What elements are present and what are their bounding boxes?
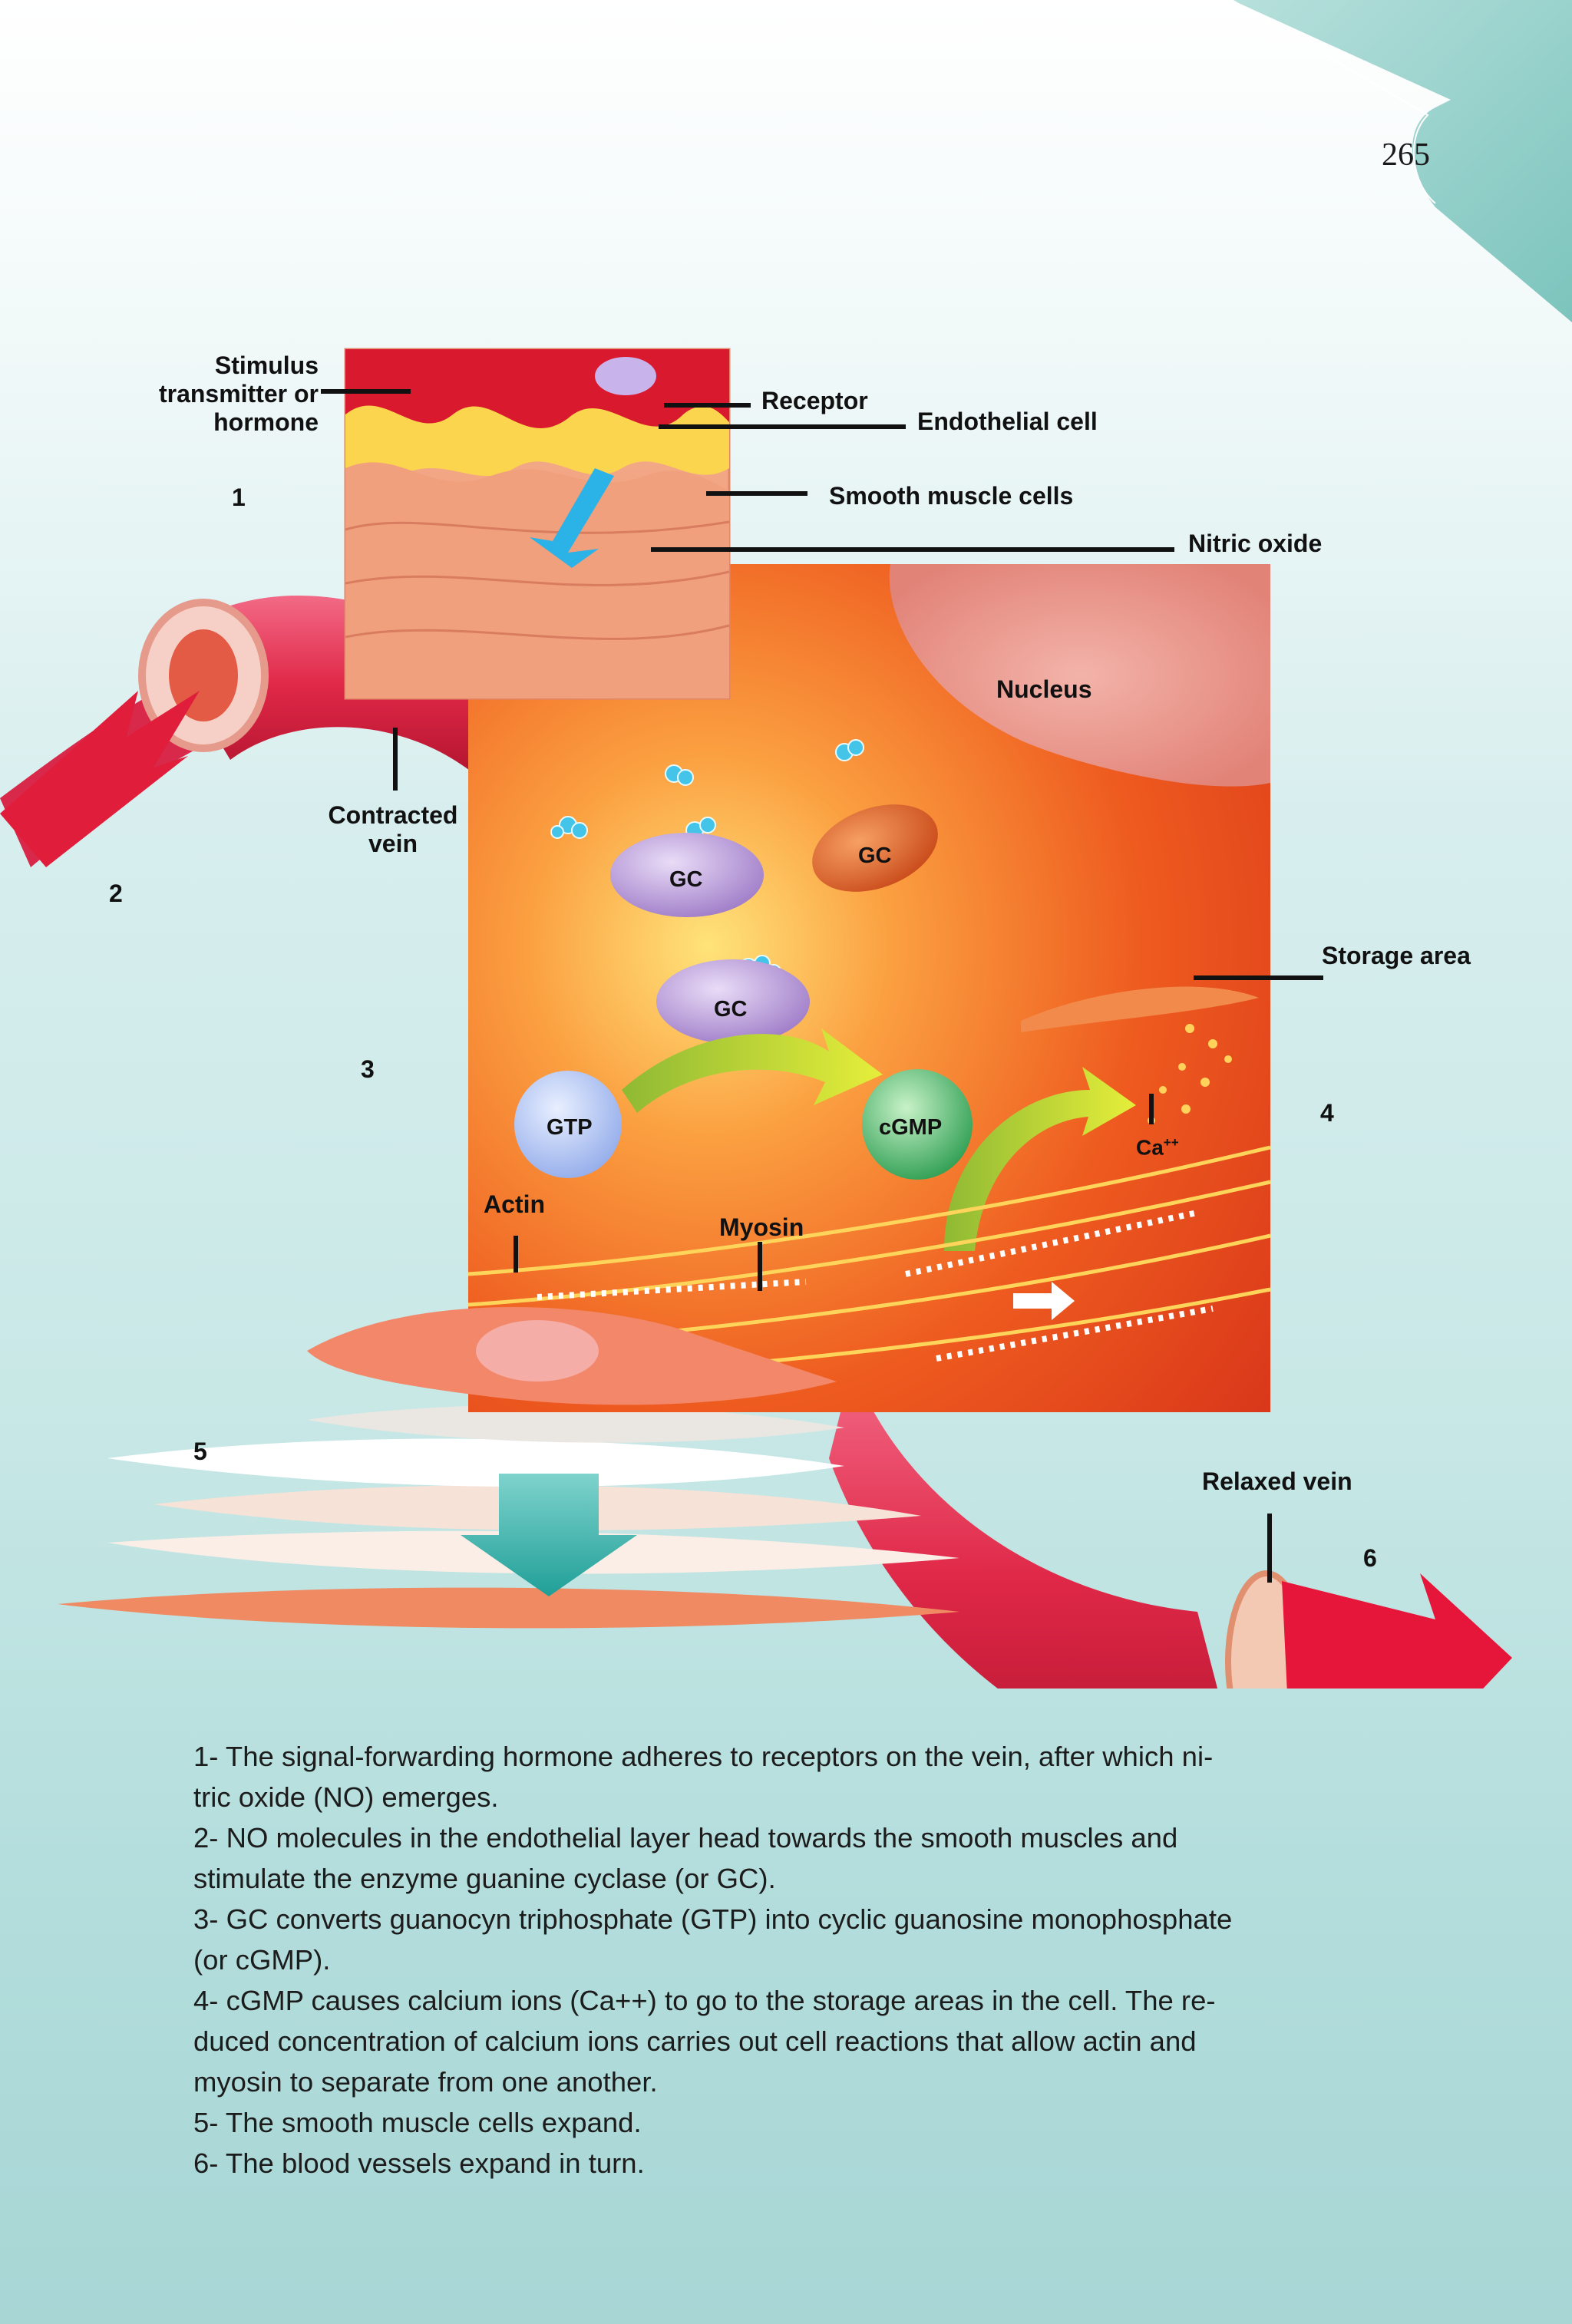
step-number-4: 4 [1320, 1099, 1334, 1127]
step-number-1: 1 [232, 484, 246, 511]
label-calcium: Ca++ [1136, 1128, 1179, 1161]
caption-line-4: stimulate the enzyme guanine cyclase (or… [193, 1863, 776, 1894]
caption-line-2: tric oxide (NO) emerges. [193, 1781, 499, 1813]
caption-line-9: myosin to separate from one another. [193, 2066, 658, 2098]
label-receptor: Receptor [761, 387, 868, 414]
smooth-muscle-cell [467, 564, 1271, 1412]
label-myosin: Myosin [719, 1213, 804, 1241]
relaxed-vein-illustration [829, 1366, 1512, 1689]
label-calcium-charge: ++ [1163, 1135, 1179, 1150]
caption-line-1: 1- The signal-forwarding hormone adheres… [193, 1741, 1214, 1772]
caption-block: 1- The signal-forwarding hormone adheres… [193, 1736, 1299, 2184]
label-contracted-vein-line-2: vein [368, 830, 418, 857]
label-actin: Actin [484, 1190, 545, 1218]
leader-lines [321, 389, 1323, 1583]
step-number-6: 6 [1363, 1544, 1377, 1572]
label-gtp: GTP [547, 1115, 593, 1140]
caption-line-3: 2- NO molecules in the endothelial layer… [193, 1822, 1178, 1854]
step-number-3: 3 [361, 1055, 375, 1083]
label-stimulus: Stimulus transmitter or hormone [123, 352, 319, 437]
caption-line-8: duced concentration of calcium ions carr… [193, 2025, 1197, 2057]
page-corner-fold [1231, 0, 1572, 322]
label-nucleus: Nucleus [996, 675, 1092, 703]
smooth-muscle-layers [58, 1405, 959, 1629]
label-gc-1: GC [669, 867, 703, 892]
label-relaxed-vein: Relaxed vein [1202, 1467, 1352, 1495]
label-nitric-oxide: Nitric oxide [1188, 530, 1323, 557]
label-contracted-vein-line-1: Contracted [328, 801, 458, 829]
nitric-oxide-vasodilation-illustration [0, 348, 1512, 1689]
caption-line-6: (or cGMP). [193, 1944, 331, 1976]
label-stimulus-line-3: hormone [213, 408, 319, 436]
label-stimulus-line-1: Stimulus [214, 352, 319, 379]
page-number: 265 [1382, 137, 1430, 173]
label-calcium-symbol: Ca [1136, 1135, 1164, 1160]
endothelium-inset [344, 348, 731, 700]
label-storage-area: Storage area [1322, 942, 1471, 969]
caption-line-5: 3- GC converts guanocyn triphosphate (GT… [193, 1903, 1233, 1935]
step-number-2: 2 [109, 880, 123, 907]
caption-line-11: 6- The blood vessels expand in turn. [193, 2147, 645, 2179]
caption-line-7: 4- cGMP causes calcium ions (Ca++) to go… [193, 1985, 1216, 2016]
label-gc-2: GC [858, 843, 892, 868]
caption-line-10: 5- The smooth muscle cells expand. [193, 2107, 642, 2138]
label-endothelial-cell: Endothelial cell [917, 408, 1098, 435]
label-stimulus-line-2: transmitter or [158, 380, 319, 408]
label-cgmp: cGMP [879, 1115, 943, 1140]
step-number-5: 5 [193, 1438, 207, 1465]
label-smooth-muscle-cells: Smooth muscle cells [829, 482, 1074, 510]
label-contracted-vein: Contracted vein [316, 801, 470, 858]
label-gc-3: GC [714, 997, 748, 1022]
